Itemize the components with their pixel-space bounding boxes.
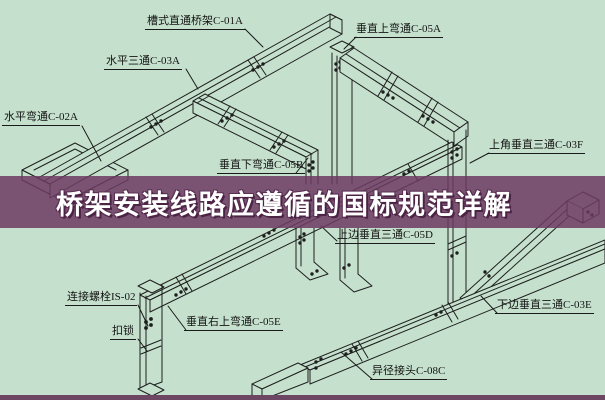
page-title: 桥架安装线路应遵循的国标规范详解 [56, 189, 512, 220]
bottom-strip [0, 395, 605, 400]
title-banner: 桥架安装线路应遵循的国标规范详解 [0, 176, 605, 228]
part-label-c02a: 水平弯通C-02A [2, 111, 80, 126]
tray-tee-branch-c03a [192, 93, 319, 170]
part-label-c05a: 垂直上弯通C-05A [354, 23, 443, 38]
drop-below-banner-right [339, 227, 373, 293]
label-leader-lines [81, 28, 498, 380]
part-label-c08c: 异径接头C-08C [370, 365, 448, 380]
part-label-c03f: 上角垂直三通C-03F [487, 139, 586, 154]
part-label-c05d: 上边垂直三通C-05D [335, 229, 435, 244]
part-label-c03e: 下边垂直三通C-03E [495, 299, 594, 314]
gate-top-run [339, 47, 469, 147]
part-label-c05e: 垂直右上弯通C-05E [184, 316, 283, 331]
part-label-c01a: 槽式直通桥架C-01A [145, 15, 245, 30]
part-label-c05b: 垂直下弯通C-05B [217, 159, 306, 174]
tray-up-bend-c05a-column [329, 40, 355, 185]
part-label-c03a: 水平三通C-03A [104, 55, 182, 70]
part-label-kousuo: 扣锁 [110, 325, 136, 340]
drop-below-banner-left [295, 227, 329, 281]
part-label-is02: 连接螺栓IS-02 [65, 291, 138, 306]
bottom-tray [251, 239, 605, 400]
corner-tee-c03f-column [447, 121, 469, 311]
